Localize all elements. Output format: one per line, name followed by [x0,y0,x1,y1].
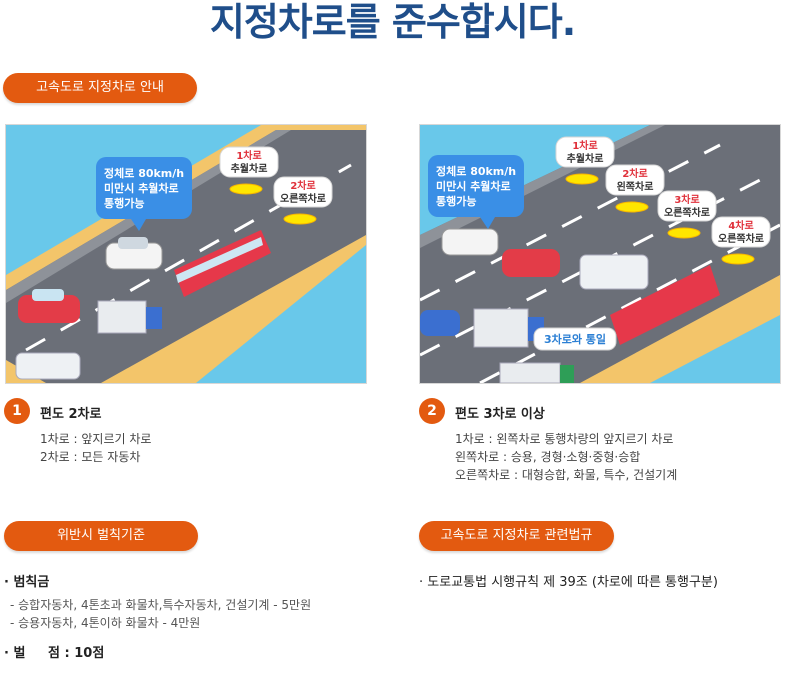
lane-marker-glow [229,183,263,195]
item2-line: 오른쪽차로 : 대형승합, 화물, 특수, 건설기계 [455,468,678,482]
blue-car [420,310,460,336]
fine-line: - 승합자동차, 4톤초과 화물차,특수자동차, 건설기계 - 5만원 [10,598,312,612]
badge-two: 2 [419,398,445,424]
tag-box [657,190,717,222]
note-text: 3차로와 통일 [544,332,606,346]
item1-line: 2차로 : 모든 자동차 [40,450,141,464]
note-bubble: 3차로와 통일 [533,327,617,351]
item1-line: 1차로 : 앞지르기 차로 [40,432,152,446]
lane-marker-glow [565,173,599,185]
lane-marker-glow [283,213,317,225]
tag-box [605,164,665,196]
speech-line: 미만시 추월차로 [104,181,179,195]
tag-lane-number: 2차로 [290,179,315,192]
speech-line: 미만시 추월차로 [436,179,511,193]
item1-title: 편도 2차로 [40,407,102,422]
lane-marker-glow [667,227,701,239]
tag-lane-role: 왼쪽차로 [617,180,654,193]
section-pill-penalty: 위반시 벌칙기준 [4,521,198,551]
tag-lane-role: 추월차로 [231,162,268,175]
tag-box [711,216,771,248]
item2-line: 왼쪽차로 : 승용, 경형·소형·중형·승합 [455,450,641,464]
red-car [18,289,80,323]
red-bus [174,230,271,297]
badge-one: 1 [4,398,30,424]
tag-lane-number: 3차로 [674,193,699,206]
fine-line: - 승용자동차, 4톤이하 화물차 - 4만원 [10,616,201,630]
penalty-points: · 벌 점 : 10점 [4,646,105,661]
truck [473,308,544,348]
tag-box [555,136,615,168]
tag-lane-number: 1차로 [236,149,261,162]
lane-marking [420,143,780,383]
section-pill-guide: 고속도로 지정차로 안내 [3,73,197,103]
tag-lane-role: 오른쪽차로 [280,192,326,205]
tag-lane-number: 2차로 [622,167,647,180]
page-title: 지정차로를 준수합시다. [209,0,576,44]
white-van [15,352,81,380]
item2-line: 1차로 : 왼쪽차로 통행차량의 앞지르기 차로 [455,432,674,446]
speech-line: 정체로 80km/h [104,166,184,180]
white-car [105,237,163,270]
lane-marker-glow [615,201,649,213]
tag-lane-role: 오른쪽차로 [664,206,710,219]
speech-line: 통행가능 [436,194,476,208]
tag-box [273,176,333,208]
green-truck [499,362,574,383]
section-pill-law: 고속도로 지정차로 관련법규 [419,521,614,551]
truck [97,300,162,334]
red-bus [610,265,720,345]
tag-lane-role: 오른쪽차로 [718,232,764,245]
tag-lane-role: 추월차로 [567,152,604,165]
speech-line: 정체로 80km/h [436,164,516,178]
tag-box [219,146,279,178]
white-car [441,228,499,256]
item2-title: 편도 3차로 이상 [455,407,545,422]
tag-lane-number: 4차로 [728,219,753,232]
speech-line: 통행가능 [104,196,144,210]
speech-bubble [428,155,524,229]
lane-marker-glow [721,253,755,265]
law-reference: · 도로교통법 시행규칙 제 39조 (차로에 따른 통행구분) [419,575,718,590]
white-van [579,254,649,290]
fine-title: · 범칙금 [4,575,50,590]
tag-lane-number: 1차로 [572,139,597,152]
red-car [502,249,560,277]
speech-bubble [96,157,192,231]
